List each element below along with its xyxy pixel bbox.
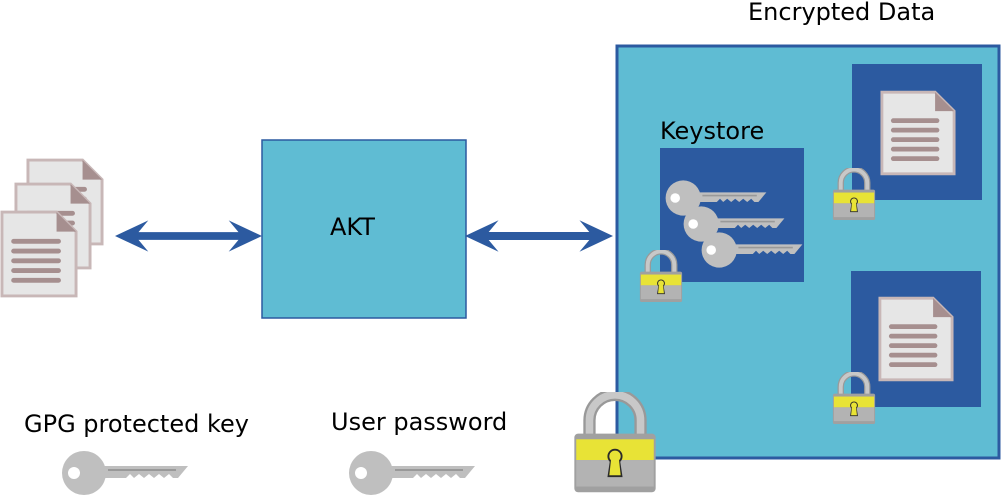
document-icon — [880, 298, 952, 380]
akt-label: AKT — [330, 213, 375, 241]
arrow-icon — [465, 220, 613, 252]
document-icon — [882, 92, 954, 174]
padlock-icon — [574, 395, 655, 492]
key-icon — [61, 450, 189, 496]
akt-box — [261, 139, 467, 319]
arrow-icon — [115, 220, 262, 252]
gpg-key-label: GPG protected key — [24, 410, 249, 438]
key-icon — [348, 450, 476, 496]
document-stack-icon — [2, 160, 102, 296]
keystore-label: Keystore — [660, 117, 765, 145]
encrypted-data-label: Encrypted Data — [748, 0, 936, 26]
user-password-label: User password — [331, 408, 508, 436]
